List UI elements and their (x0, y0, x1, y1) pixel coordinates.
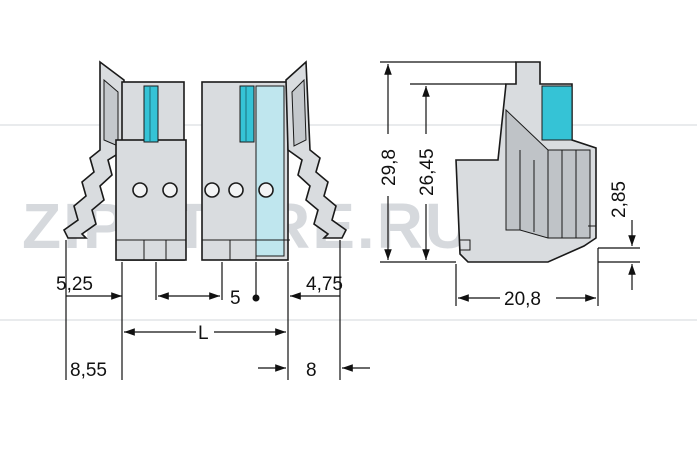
dim-8-55: 8,55 (70, 360, 107, 381)
dim-pitch-5: 5 (230, 288, 241, 309)
side-view-connector (455, 61, 597, 263)
dim-8: 8 (306, 360, 317, 381)
front-view-right-connector (201, 60, 348, 261)
pitch-reference-dot (252, 294, 260, 302)
dim-20-8: 20,8 (504, 289, 541, 310)
wire-entry-3 (204, 182, 220, 198)
wire-entry-5 (258, 182, 274, 198)
dim-26-45: 26,45 (417, 148, 438, 196)
dim-29-8: 29,8 (379, 149, 400, 186)
wire-entry-4 (228, 182, 244, 198)
front-view-left-connector (62, 60, 187, 261)
dim-5-25: 5,25 (56, 274, 93, 295)
dimension-lines (65, 61, 640, 380)
dim-L: L (198, 323, 209, 344)
dim-2-85: 2,85 (609, 181, 630, 218)
wire-entry-1 (132, 182, 148, 198)
dim-4-75: 4,75 (306, 274, 343, 295)
wire-entry-2 (162, 182, 178, 198)
